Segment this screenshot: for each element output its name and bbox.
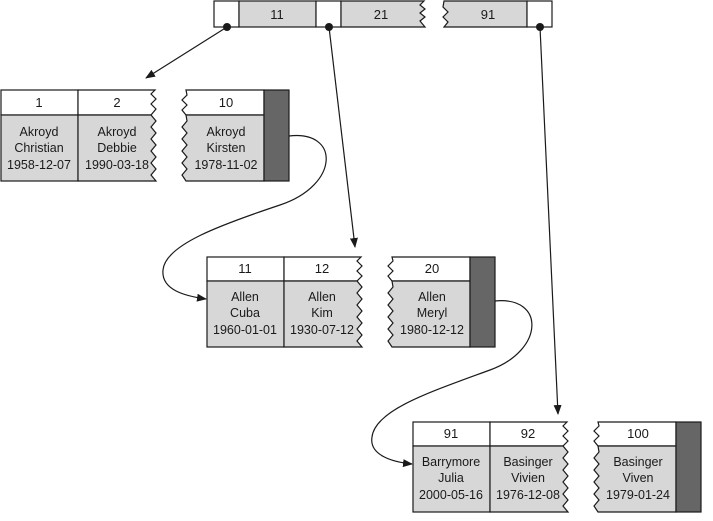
row-last-name: Akroyd (20, 125, 59, 139)
row-first-name: Viven (622, 471, 653, 485)
row-last-name: Allen (418, 290, 446, 304)
row-cell (0, 114, 79, 182)
leaf-page: 91 Barrymore Julia 2000-05-16 92 Basinge… (412, 421, 702, 513)
leaf-key: 10 (219, 95, 233, 110)
leaf-key: 11 (238, 261, 252, 276)
row-first-name: Julia (438, 471, 464, 485)
leaf-link-arrow (371, 300, 533, 468)
row-cell (77, 114, 158, 182)
row-date: 1979-01-24 (606, 488, 670, 502)
row-first-name: Kim (311, 306, 333, 320)
pointer-arrow (328, 26, 358, 248)
row-first-name: Cuba (230, 306, 260, 320)
row-date: 1990-03-18 (85, 158, 149, 172)
leaf-key: 100 (627, 426, 649, 441)
row-date: 1980-12-12 (400, 323, 464, 337)
row-cell (283, 280, 364, 348)
row-last-name: Allen (231, 290, 259, 304)
pointer-arrow (539, 26, 562, 415)
row-date: 1978-11-02 (194, 158, 257, 172)
root-node: 11 21 91 (213, 0, 553, 28)
leaf-link-arrow (162, 135, 327, 302)
row-last-name: Barrymore (422, 455, 480, 469)
pointer-arrow (145, 26, 228, 79)
root-key-cell (340, 0, 427, 28)
row-cell (387, 280, 471, 348)
row-last-name: Akroyd (207, 125, 246, 139)
leaf-key: 1 (35, 95, 42, 110)
leaf-key: 91 (444, 426, 458, 441)
row-date: 2000-05-16 (419, 488, 483, 502)
leaf-page: 11 Allen Cuba 1960-01-01 12 Allen Kim 19… (206, 256, 496, 348)
leaf-key: 92 (521, 426, 535, 441)
row-cell (181, 114, 265, 182)
row-first-name: Meryl (417, 306, 448, 320)
root-key: 11 (270, 7, 284, 22)
leaf-key: 2 (113, 95, 120, 110)
row-date: 1976-12-08 (496, 488, 560, 502)
leaf-key: 20 (425, 261, 439, 276)
row-last-name: Akroyd (98, 125, 137, 139)
row-cell (206, 280, 285, 348)
root-key: 91 (481, 7, 495, 22)
row-cell (593, 445, 677, 513)
row-last-name: Basinger (613, 455, 662, 469)
row-cell (489, 445, 570, 513)
row-date: 1960-01-01 (213, 323, 277, 337)
row-date: 1958-12-07 (7, 158, 71, 172)
key-cell (0, 89, 79, 116)
next-page-pointer (675, 421, 702, 513)
row-first-name: Christian (14, 141, 63, 155)
row-first-name: Vivien (511, 471, 545, 485)
next-page-pointer (263, 89, 290, 182)
root-key: 21 (374, 7, 388, 22)
row-cell (412, 445, 491, 513)
root-pointer-cell (526, 0, 553, 28)
row-last-name: Basinger (503, 455, 552, 469)
row-first-name: Debbie (97, 141, 137, 155)
leaf-key: 12 (315, 261, 329, 276)
leaf-page: 1 Akroyd Christian 1958-12-07 2 Akroyd D… (0, 89, 290, 182)
row-first-name: Kirsten (207, 141, 246, 155)
row-last-name: Allen (308, 290, 336, 304)
row-date: 1930-07-12 (290, 323, 354, 337)
root-key-cell (238, 0, 317, 28)
next-page-pointer (469, 256, 496, 348)
